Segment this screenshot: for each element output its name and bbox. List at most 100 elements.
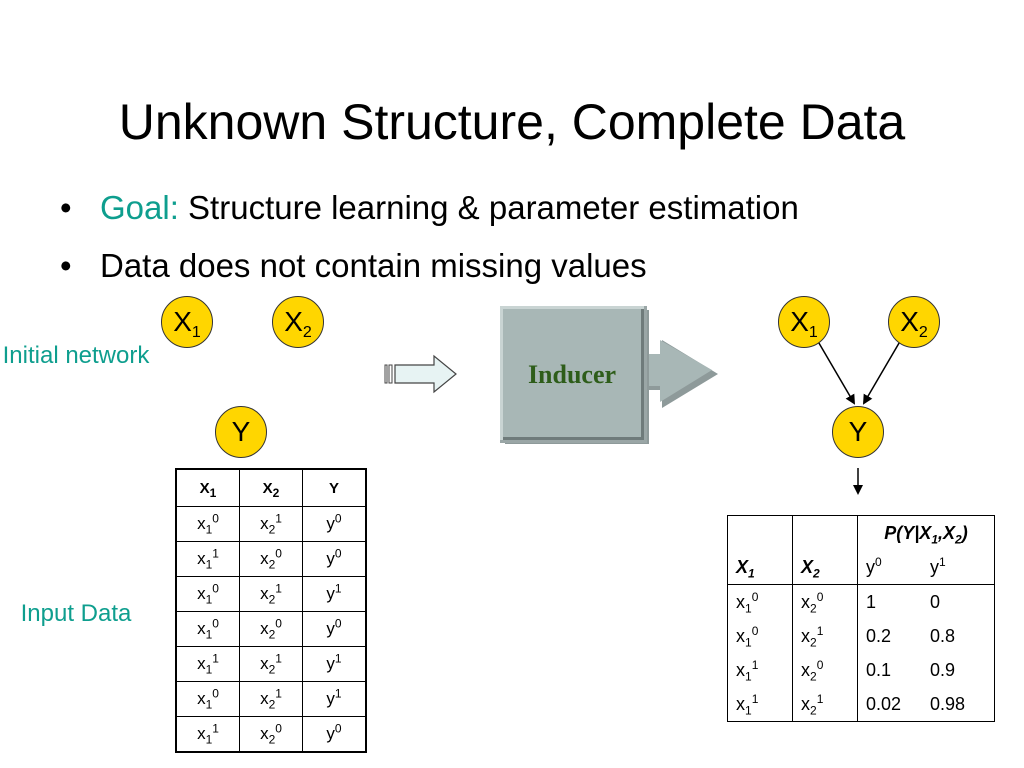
cpt-cell: 0.8: [922, 619, 995, 653]
cell-base: y: [326, 724, 335, 743]
cpt-p0: 0.2: [866, 625, 892, 646]
cell-base: x: [197, 619, 206, 638]
cpt-x1-sup: 0: [751, 589, 759, 604]
cell-sup: 1: [275, 581, 282, 596]
cpt-prob-mid: ,X: [938, 522, 956, 543]
table-cell: x10: [175, 576, 240, 612]
node-y-learned-label: Y: [848, 416, 868, 447]
table-cell: x11: [175, 541, 240, 577]
table-cell: y0: [302, 611, 367, 647]
cpt-cell: x21: [792, 619, 858, 653]
cpt-cell: x10: [727, 584, 793, 619]
cpt-x2-sub: 2: [810, 703, 817, 718]
table-cell: x11: [175, 716, 240, 753]
table-cell: y0: [302, 506, 367, 542]
table-cell: x10: [175, 611, 240, 647]
cell-sup: 0: [334, 546, 342, 561]
cpt-header-row-bottom: X1 X2 y0 y1: [727, 550, 995, 585]
cpt-x1-sub: 1: [745, 601, 752, 616]
cpt-cell: x10: [727, 619, 793, 653]
cpt-prob-post: ): [961, 522, 968, 543]
node-x1-learned-label: X: [790, 306, 809, 337]
cpt-cell: x21: [792, 687, 858, 722]
bullet-marker: •: [60, 247, 72, 284]
cpt-x2-base-lower: x: [801, 659, 810, 680]
cpt-col-x2: X2: [792, 550, 858, 585]
header-x2-sub: 2: [272, 485, 280, 500]
cell-sup: 1: [212, 651, 219, 666]
cpt-col-y1-sup: 1: [939, 554, 946, 569]
cell-sub: 2: [268, 662, 276, 677]
table-cell: x20: [239, 541, 303, 577]
table-cell: x21: [239, 681, 303, 717]
cell-sup: 0: [212, 616, 219, 631]
bullet-goal: • Goal: Structure learning & parameter e…: [60, 188, 799, 246]
node-x1-learned: X1: [778, 296, 830, 348]
cell-sup: 0: [275, 721, 282, 736]
header-x2: X2: [239, 468, 303, 507]
cpt-x1-sup: 1: [751, 657, 759, 672]
node-x2-learned: X2: [888, 296, 940, 348]
table-cell: x20: [239, 611, 303, 647]
cell-base: y: [326, 654, 335, 673]
table-cell: x20: [239, 716, 303, 753]
table-cell: x11: [175, 646, 240, 682]
cpt-col-x1: X1: [727, 550, 793, 585]
cpt-x2-sub: 2: [810, 601, 817, 616]
cell-sup: 0: [334, 616, 342, 631]
cpt-cell: 0.1: [858, 653, 923, 687]
edge-x1-to-y: [815, 337, 856, 405]
cell-base: y: [326, 514, 335, 533]
cell-sup: 1: [212, 546, 219, 561]
cpt-x1-sup: 1: [751, 691, 759, 706]
node-x2-learned-label: X: [900, 306, 919, 337]
cpt-cell: 0.2: [858, 619, 923, 653]
cpt-cell: 0.02: [858, 687, 923, 722]
cpt-col-y0-sup: 0: [875, 554, 882, 569]
cpt-prob-sub1: 1: [931, 532, 939, 547]
cell-base: x: [197, 514, 206, 533]
table-cell: y0: [302, 541, 367, 577]
cell-sup: 1: [275, 686, 282, 701]
cell-base: x: [197, 724, 206, 743]
cell-sub: 2: [268, 592, 276, 607]
cpt-x1-sub: 1: [745, 635, 752, 650]
node-x2-initial-sub: 2: [302, 324, 312, 341]
cell-sub: 1: [205, 662, 213, 677]
node-x1-learned-sub: 1: [808, 324, 818, 341]
cpt-cell: x20: [792, 584, 858, 619]
cell-sup: 1: [275, 511, 282, 526]
node-x2-learned-sub: 2: [918, 324, 928, 341]
node-x2-initial-label: X: [284, 306, 303, 337]
cpt-cell: 0.9: [922, 653, 995, 687]
cell-sup: 1: [334, 686, 342, 701]
cpt-p0: 1: [866, 591, 877, 612]
cpt-cell: 0: [922, 585, 995, 620]
cpt-x2-sup: 0: [816, 657, 824, 672]
bullet-list: • Goal: Structure learning & parameter e…: [60, 188, 799, 304]
cell-base: x: [197, 689, 206, 708]
cpt-prob-header: P(Y|X1,X2): [858, 516, 995, 551]
cell-sup: 0: [212, 581, 219, 596]
cpt-col-y1-base: y: [930, 556, 939, 577]
bullet-data: • Data does not contain missing values: [60, 246, 799, 304]
table-cell: x10: [175, 506, 240, 542]
cpt-col-y0-base: y: [866, 556, 875, 577]
cpt-p1: 0.98: [930, 693, 966, 714]
cell-sub: 1: [205, 627, 213, 642]
cell-sup: 1: [212, 721, 219, 736]
goal-label: Goal:: [100, 189, 179, 226]
cpt-col-x1-base: X: [736, 556, 749, 577]
cell-base: y: [326, 584, 335, 603]
cell-base: y: [326, 689, 335, 708]
table-cell: x10: [175, 681, 240, 717]
header-x1-base: X: [199, 479, 210, 497]
cpt-x2-sup: 0: [816, 589, 824, 604]
cell-sup: 0: [212, 686, 219, 701]
